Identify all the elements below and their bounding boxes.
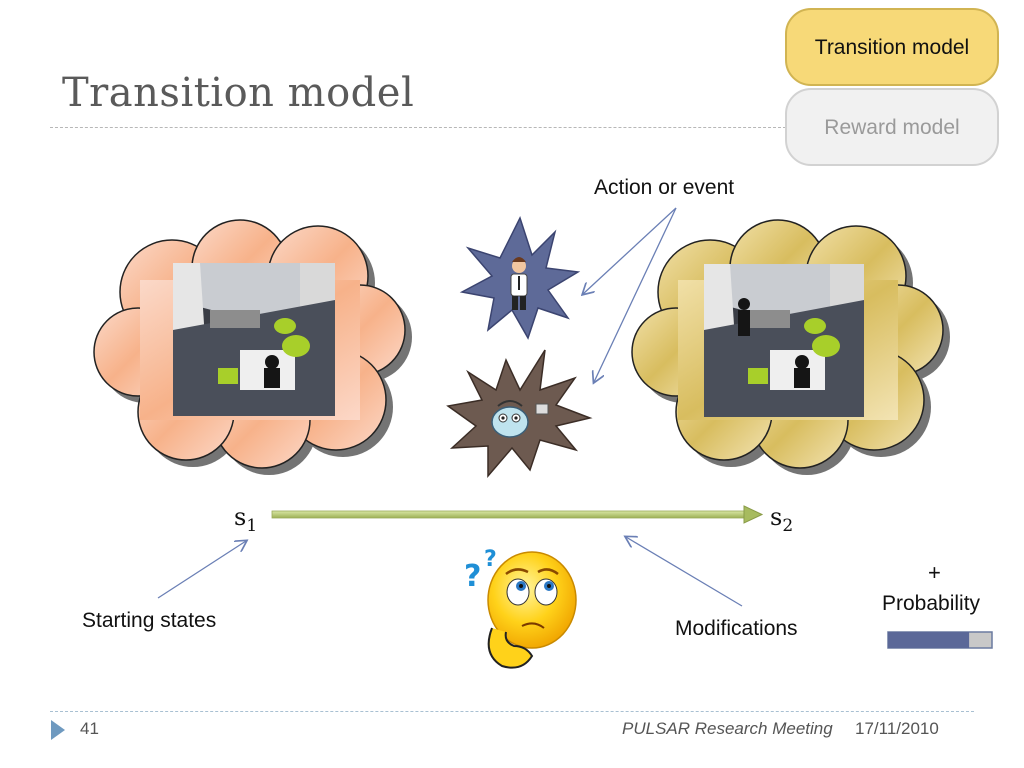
- tab-transition-model[interactable]: Transition model: [785, 8, 999, 86]
- action-pointer-2: [594, 207, 677, 382]
- state-s1-base: s: [234, 503, 247, 531]
- modifications-label: Modifications: [675, 617, 798, 640]
- action-pointer-1: [583, 207, 677, 294]
- state-s2: s2: [770, 503, 793, 536]
- state-s1-subscript: 1: [246, 516, 258, 536]
- plus-label: +: [928, 560, 941, 585]
- person-icon: [510, 257, 528, 310]
- action-event-label: Action or event: [594, 176, 735, 199]
- start-pointer: [157, 541, 246, 599]
- robot-icon: [491, 400, 549, 438]
- tab-reward-model[interactable]: Reward model: [785, 88, 999, 166]
- thinking-smiley-icon: ? ?: [464, 547, 577, 669]
- room-photo-state-1: [173, 263, 335, 416]
- starting-states-label: Starting states: [82, 609, 217, 632]
- title-divider: [50, 127, 786, 128]
- page-number: 41: [80, 719, 99, 738]
- transition-arrow: [271, 505, 764, 524]
- state-s1: s1: [234, 503, 257, 536]
- footer-divider: [50, 711, 974, 712]
- slide-title: Transition model: [62, 70, 415, 116]
- state-s2-base: s: [770, 503, 783, 531]
- footer-date: 17/11/2010: [855, 719, 939, 738]
- svg-text:?: ?: [484, 547, 497, 572]
- probability-label: Probability: [882, 592, 981, 615]
- play-bullet-icon: [51, 720, 65, 740]
- room-photo-state-2: [704, 264, 864, 417]
- svg-text:?: ?: [464, 559, 481, 594]
- probability-bar: [887, 631, 993, 649]
- modification-pointer: [626, 537, 743, 607]
- footer-event-name: PULSAR Research Meeting: [622, 719, 833, 738]
- state-s2-subscript: 2: [782, 516, 794, 536]
